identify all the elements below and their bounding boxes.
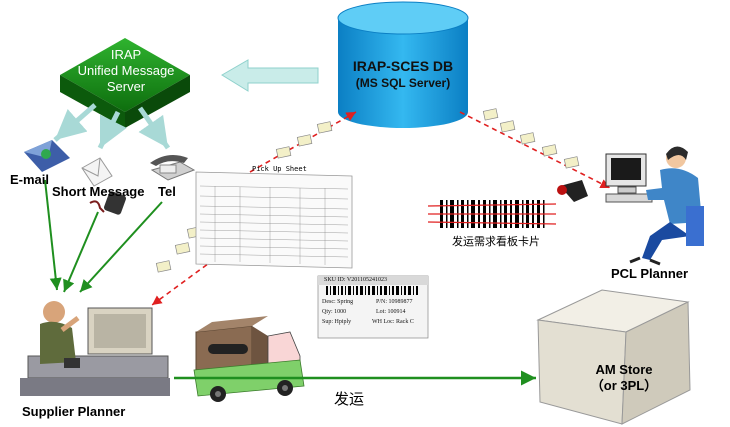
store-label-line2: （or 3PL） (590, 378, 658, 393)
telephone-icon (150, 154, 196, 181)
db-to-server-arrow (221, 59, 319, 92)
db-label-line1: IRAP-SCES DB (352, 58, 454, 74)
server-label-line1: IRAP (110, 47, 142, 62)
store-label: AM Store （or 3PL） (574, 362, 674, 394)
pick-up-sheet (195, 171, 353, 269)
tel-label: Tel (158, 184, 176, 199)
server-label-line3: Server (106, 79, 146, 94)
shipping-label: 发运 (334, 390, 365, 408)
sku-label-card (317, 275, 429, 339)
sku-sup: Sup: Hpiply (322, 319, 352, 325)
pick-up-sheet-title: Pick Up Sheet (252, 165, 307, 173)
sku-id: SKU ID: V201105241023 (324, 277, 388, 283)
supplier-planner-figure (20, 301, 170, 396)
server-label: IRAP Unified Message Server (76, 47, 176, 95)
sku-qty: Qty: 1000 (322, 309, 347, 315)
channel-supplier-arrows (44, 179, 163, 293)
kanban-card-label: 发运需求看板卡片 (452, 235, 540, 248)
truck-icon (193, 316, 305, 402)
sms-icon (81, 157, 127, 215)
supplier-planner-label: Supplier Planner (22, 404, 126, 419)
sku-label-text: SKU ID: V201105241023 Desc: Spring P/N: … (318, 276, 428, 338)
pcl-planner-label: PCL Planner (611, 266, 689, 281)
server-label-line2: Unified Message (77, 63, 175, 78)
db-label: IRAP-SCES DB (MS SQL Server) (340, 58, 466, 92)
sms-label: Short Message (52, 184, 145, 199)
sku-wh: WH Loc: Rack C (372, 319, 414, 325)
database-icon (337, 1, 469, 128)
sku-pn: P/N: 10989877 (376, 299, 413, 305)
email-icon (24, 140, 70, 172)
email-label: E-mail (10, 172, 50, 187)
pcl-planner-figure (605, 146, 704, 266)
barcode-card (427, 200, 557, 228)
server-channel-arrows (53, 103, 171, 150)
sku-lot: Lot: 100914 (376, 309, 406, 315)
store-label-line1: AM Store (595, 362, 653, 377)
data-flow-arrows (151, 111, 611, 306)
db-label-line2: (MS SQL Server) (355, 76, 451, 90)
warehouse-icon (536, 289, 691, 425)
scanner-icon (557, 180, 588, 202)
sku-desc: Desc: Spring (322, 299, 354, 305)
